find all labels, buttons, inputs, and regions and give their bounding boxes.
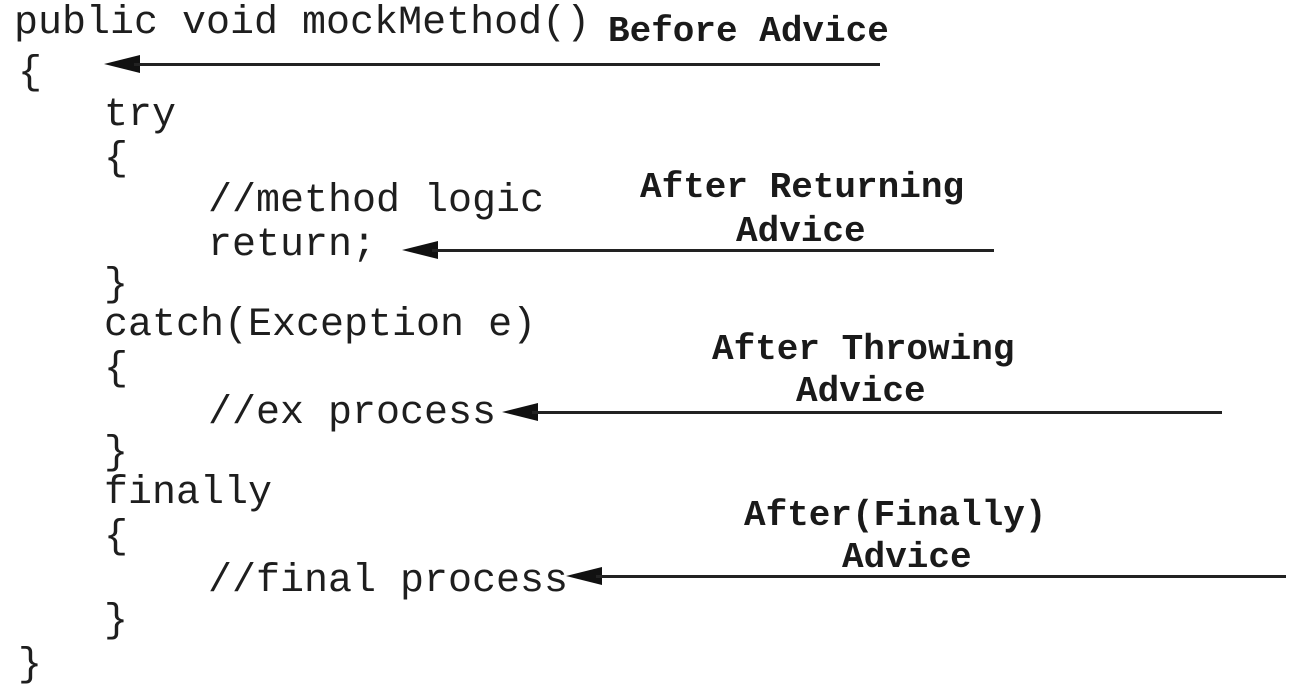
finally-close-brace: } [104,599,129,644]
final-process-comment: //final process [208,559,569,604]
return-statement: return; [208,223,377,268]
method-close-brace: } [18,643,43,688]
ex-process-comment: //ex process [208,391,497,436]
after-returning-label-line2: Advice [736,211,866,252]
after-finally-arrow-shaft [596,575,1286,578]
finally-open-brace: { [104,515,129,560]
before-advice-arrow [104,54,880,74]
before-advice-arrowhead [104,55,140,73]
after-returning-label-line1: After Returning [640,167,965,208]
after-returning-arrow [402,240,994,260]
after-finally-label-line1: After(Finally) [744,495,1047,536]
after-finally-arrow [566,566,1286,586]
catch-keyword: catch(Exception e) [104,303,537,348]
catch-close-brace: } [104,431,129,476]
method-signature: public void mockMethod() [14,1,591,46]
after-returning-arrowhead [402,241,438,259]
after-throwing-label-line2: Advice [796,371,926,412]
after-returning-arrow-shaft [432,249,994,252]
after-finally-arrowhead [566,567,602,585]
try-keyword: try [104,93,177,138]
after-throwing-label-line1: After Throwing [712,329,1015,370]
method-open-brace: { [18,51,43,96]
method-logic-comment: //method logic [208,179,545,224]
after-throwing-arrow-shaft [532,411,1222,414]
try-open-brace: { [104,137,129,182]
after-finally-label-line2: Advice [842,537,972,578]
after-throwing-arrowhead [502,403,538,421]
before-advice-arrow-shaft [134,63,880,66]
before-advice-label: Before Advice [608,11,889,52]
try-close-brace: } [104,263,129,308]
finally-keyword: finally [104,471,273,516]
after-throwing-arrow [502,402,1222,422]
catch-open-brace: { [104,347,129,392]
